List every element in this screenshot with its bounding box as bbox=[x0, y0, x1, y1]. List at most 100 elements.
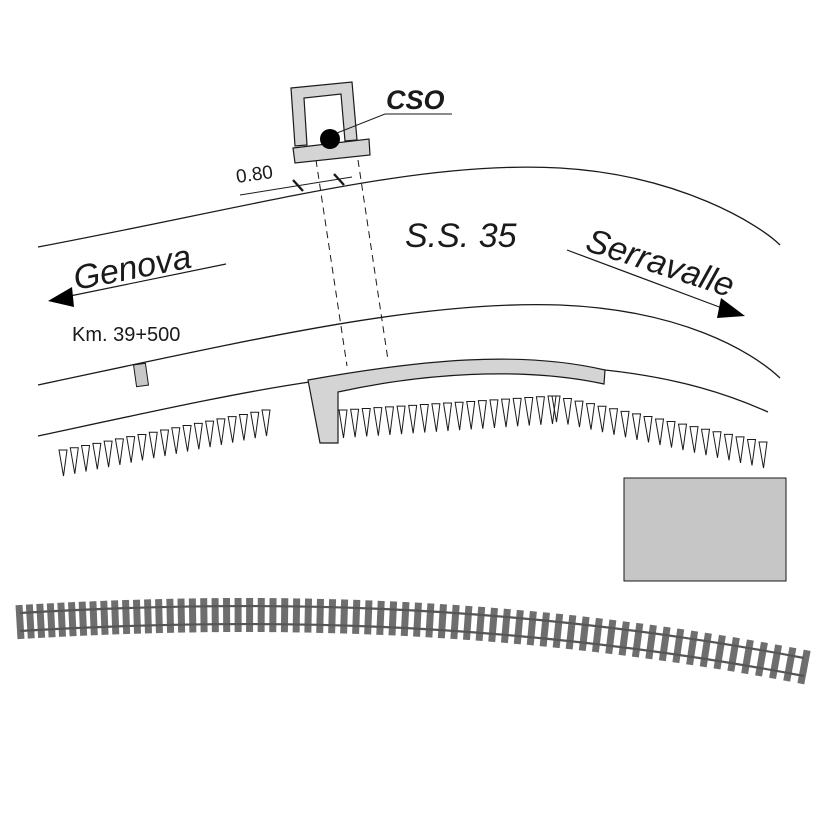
railway-sleeper bbox=[686, 630, 699, 666]
road-edge-south-east bbox=[604, 369, 769, 413]
railway-sleeper bbox=[122, 599, 131, 635]
railway-sleeper bbox=[211, 598, 219, 633]
road-edge-center bbox=[37, 303, 781, 386]
embankment-tooth bbox=[597, 405, 607, 433]
railway-sleeper bbox=[246, 597, 254, 633]
embankment-tooth bbox=[677, 423, 688, 451]
embankment-tooth bbox=[442, 402, 453, 432]
embankment-tooth bbox=[171, 427, 181, 454]
railway-sleeper bbox=[15, 604, 25, 640]
railway-sleeper bbox=[578, 616, 590, 651]
offset-dimension bbox=[239, 173, 353, 196]
direction-arrow-genova bbox=[48, 263, 227, 307]
embankment-east bbox=[551, 395, 768, 469]
railway-sleeper bbox=[144, 599, 152, 634]
railway-sleeper bbox=[188, 598, 197, 633]
railway-sleeper bbox=[280, 598, 289, 633]
railway-sleeper bbox=[552, 613, 564, 649]
railway-sleeper bbox=[450, 604, 460, 640]
railway-sleeper bbox=[645, 624, 657, 660]
railway-sleeper bbox=[78, 601, 88, 636]
railway-sleeper bbox=[591, 617, 603, 653]
railway-sleeper bbox=[769, 644, 783, 680]
railway-sleeper bbox=[68, 602, 77, 637]
embankment-tooth bbox=[735, 436, 745, 463]
embankment-tooth bbox=[746, 438, 757, 466]
railway-sleeper bbox=[631, 622, 644, 658]
railway-sleeper bbox=[57, 602, 67, 637]
embankment-tooth bbox=[408, 404, 418, 434]
embankment-tooth bbox=[551, 395, 561, 423]
embankment-middle bbox=[338, 395, 557, 439]
railway-sleeper bbox=[741, 639, 754, 675]
railway-sleeper bbox=[618, 621, 630, 656]
cso-point bbox=[320, 129, 340, 149]
embankment-tooth bbox=[205, 420, 215, 448]
embankment-tooth bbox=[562, 398, 573, 425]
railway-sleeper bbox=[699, 632, 712, 668]
railway-sleeper bbox=[89, 601, 98, 636]
railway-sleeper bbox=[565, 614, 577, 650]
railway-sleeper bbox=[797, 649, 811, 685]
railway-sleeper bbox=[200, 598, 208, 633]
embankment-tooth bbox=[608, 408, 619, 435]
railway-sleeper bbox=[316, 598, 324, 633]
railway-sleeper bbox=[605, 619, 617, 655]
embankment-tooth bbox=[419, 404, 429, 433]
railway-sleeper bbox=[513, 609, 524, 645]
railway-sleeper bbox=[727, 637, 740, 672]
railway-sleeper bbox=[352, 599, 361, 635]
embankment-tooth bbox=[80, 445, 91, 472]
projection-lines bbox=[315, 159, 389, 367]
embankment-tooth bbox=[384, 406, 395, 435]
railway-sleeper bbox=[500, 608, 511, 644]
offset-label: 0.80 bbox=[235, 162, 275, 188]
embankment-tooth bbox=[631, 413, 642, 440]
railway-sleeper bbox=[755, 641, 768, 677]
genova-label: Genova bbox=[70, 238, 194, 298]
railway-sleeper bbox=[388, 601, 398, 636]
railway-sleeper bbox=[223, 597, 231, 633]
embankment-tooth bbox=[512, 397, 522, 427]
embankment-tooth bbox=[361, 407, 371, 437]
embankment-tooth bbox=[524, 397, 534, 426]
embankment-tooth bbox=[535, 396, 545, 425]
arrow-right-icon bbox=[717, 298, 745, 318]
railway-sleeper bbox=[364, 600, 373, 635]
embankment-tooth bbox=[126, 436, 136, 463]
railway-sleeper bbox=[155, 599, 163, 634]
embankment-tooth bbox=[620, 410, 630, 438]
road-edge-north bbox=[37, 166, 781, 248]
railway-sleeper bbox=[425, 603, 435, 638]
railway-sleeper bbox=[100, 600, 109, 635]
kilometre-marker bbox=[132, 362, 150, 388]
cso-label: CSO bbox=[386, 85, 445, 115]
railway-sleeper bbox=[462, 605, 473, 641]
embankment-tooth bbox=[396, 405, 406, 435]
embankment-tooth bbox=[454, 401, 464, 431]
railway-sleeper bbox=[658, 626, 671, 662]
direction-arrow-serravalle bbox=[566, 249, 745, 318]
cso-base bbox=[292, 138, 371, 164]
railway-sleeper bbox=[234, 597, 242, 633]
embankment-west bbox=[58, 409, 271, 477]
railway-sleeper bbox=[328, 599, 337, 634]
railway-sleeper bbox=[36, 603, 46, 638]
embankment-tooth bbox=[431, 403, 441, 432]
road-edges bbox=[37, 166, 781, 437]
embankment-tooth bbox=[193, 422, 203, 450]
arrow-left-icon bbox=[48, 287, 74, 307]
railway-sleeper bbox=[437, 604, 447, 639]
embankment-tooth bbox=[182, 425, 192, 452]
railway-sleeper bbox=[292, 598, 301, 633]
embankment-tooth bbox=[227, 416, 237, 443]
cso-leader-line bbox=[336, 113, 452, 134]
railway-sleeper bbox=[46, 603, 56, 638]
railway-sleeper bbox=[257, 597, 265, 633]
railway-sleeper bbox=[132, 599, 142, 634]
railway-sleeper bbox=[269, 598, 277, 633]
embankment-tooth bbox=[338, 409, 348, 439]
railway-sleeper bbox=[340, 599, 349, 634]
embankment-tooth bbox=[373, 407, 383, 436]
